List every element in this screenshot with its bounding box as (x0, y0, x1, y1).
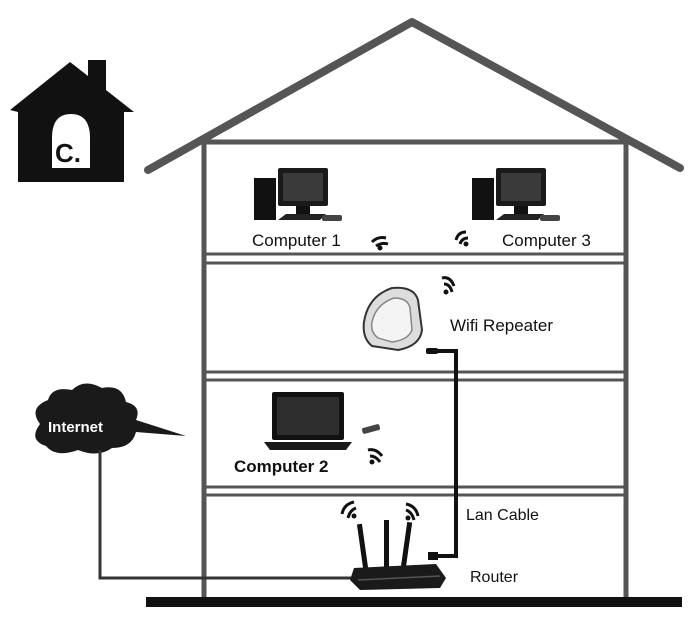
house-badge-icon: C. (10, 60, 134, 182)
computer2-label: Computer 2 (234, 457, 328, 476)
router-icon (350, 520, 446, 590)
lan-cable-plug (428, 552, 438, 560)
wifi-repeater-label: Wifi Repeater (450, 316, 553, 335)
internet-label: Internet (48, 419, 103, 436)
wifi-signal-icon (454, 230, 469, 247)
wifi-signal-icon (367, 448, 384, 465)
wifi-repeater-icon (362, 286, 438, 354)
router-label: Router (470, 569, 519, 586)
wifi-signal-icon (340, 500, 357, 519)
wifi-signal-icon (370, 236, 389, 251)
computer3-label: Computer 3 (502, 231, 591, 250)
ground (146, 597, 682, 607)
laptop-icon (264, 392, 381, 450)
lan-cable-label: Lan Cable (466, 507, 539, 524)
wifi-signal-icon (441, 276, 456, 295)
house-frame (144, 18, 684, 607)
roof (144, 18, 684, 174)
wifi-signal-icon (405, 502, 420, 521)
internet-wire (98, 450, 362, 580)
desktop-computer-icon (254, 168, 342, 221)
cloud-icon: Internet (35, 383, 187, 454)
desktop-computer-icon (472, 168, 560, 221)
badge-letter: C. (55, 138, 81, 168)
lan-cable-line (432, 349, 458, 558)
computer1-label: Computer 1 (252, 231, 341, 250)
